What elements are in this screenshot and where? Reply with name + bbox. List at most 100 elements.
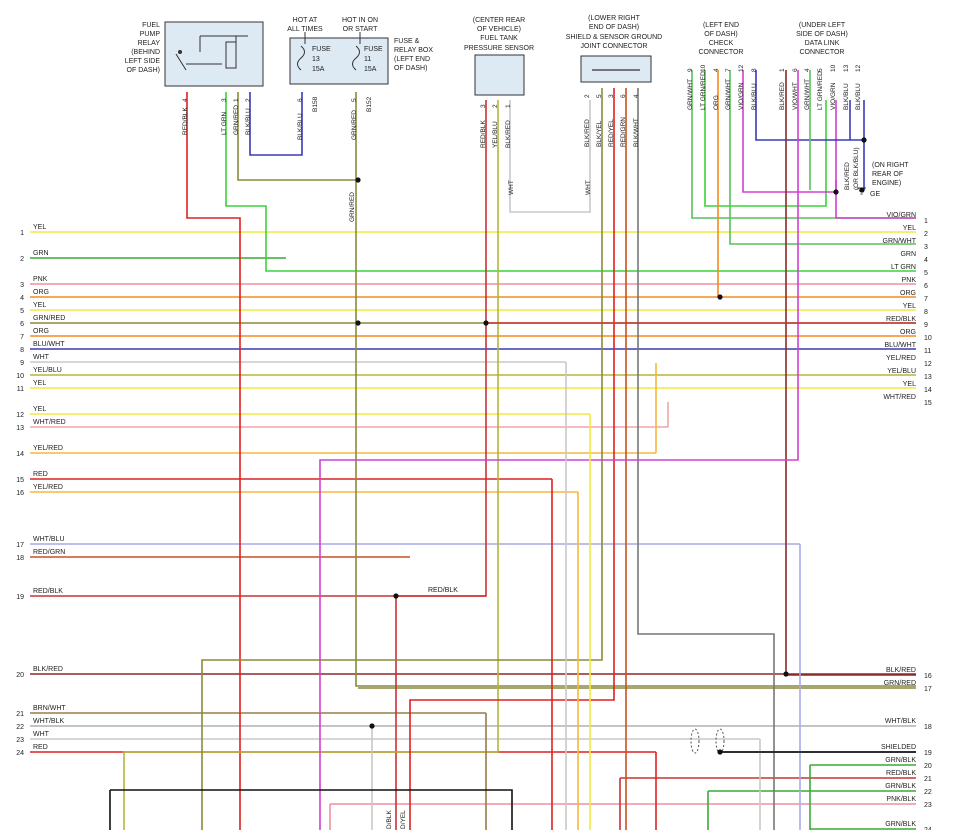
d-blk-label: D/BLK <box>386 810 393 829</box>
right-pin-number: 17 <box>924 686 932 693</box>
check-label-3: CHECK <box>709 40 734 47</box>
engine-ground-label-3: ENGINE) <box>872 180 901 187</box>
routed-wire <box>509 100 591 213</box>
left-pin-number: 21 <box>16 711 24 718</box>
left-pin-label: YEL <box>33 380 46 387</box>
left-pin-label: ORG <box>33 289 49 296</box>
wires-layer <box>30 70 916 830</box>
relay-pin-number: 1 <box>233 98 240 102</box>
right-pin-label: YEL <box>903 225 916 232</box>
relay-label-1: FUEL <box>142 22 160 29</box>
right-pin-number: 9 <box>924 322 928 329</box>
check-pin-label: LT GRN/RED <box>700 71 707 110</box>
hot-run-label-2: OR START <box>343 26 378 33</box>
right-pin-label: GRN/WHT <box>883 238 917 245</box>
splice-dot <box>355 177 361 183</box>
engine-ground: (ON RIGHT REAR OF ENGINE) GE BLK/RED (OR… <box>844 147 909 198</box>
engine-ground-label-2: REAR OF <box>872 171 903 178</box>
right-pin-label: WHT/RED <box>883 394 916 401</box>
right-pin-number: 15 <box>924 400 932 407</box>
right-pin-label: YEL <box>903 303 916 310</box>
routed-wire <box>742 70 837 193</box>
b152-label: B152 <box>366 96 373 112</box>
relay-pin-number: 3 <box>221 98 228 102</box>
routed-wire <box>409 88 615 830</box>
left-pin-label: YEL/RED <box>33 484 63 491</box>
right-pin-number: 19 <box>924 750 932 757</box>
splice-dot <box>717 749 723 755</box>
relay-label-3: RELAY <box>138 40 161 47</box>
left-pin-label: WHT <box>33 731 50 738</box>
right-pin-label: YEL <box>903 381 916 388</box>
sensor-pin-number: 2 <box>492 104 499 108</box>
check-pin-number: 12 <box>738 64 745 72</box>
left-pin-number: 19 <box>16 594 24 601</box>
right-pin-number: 22 <box>924 789 932 796</box>
routed-wire <box>395 100 487 830</box>
relay-pin-label: BLK/BLU <box>245 108 252 135</box>
joint-body <box>580 55 652 83</box>
left-pin-number: 24 <box>16 750 24 757</box>
routed-wire <box>186 92 241 830</box>
left-pin-number: 11 <box>17 386 24 393</box>
right-pin-label: LT GRN <box>891 264 916 271</box>
shield-left <box>690 728 700 754</box>
routed-wire <box>729 70 916 245</box>
left-pin-label: GRN/RED <box>33 315 65 322</box>
fuel-pump-relay: FUEL PUMP RELAY (BEHIND LEFT SIDE OF DAS… <box>125 21 264 87</box>
check-pin-number: 10 <box>700 64 707 72</box>
wire-labels: GRN/RED WHT WHT RED/BLK D/BLK D/YEL <box>349 180 592 829</box>
sensor-pin-label: RED/BLK <box>480 120 487 148</box>
relay-body <box>164 21 264 87</box>
left-pin-label: YEL <box>33 224 46 231</box>
wht-joint-label: WHT <box>585 180 592 195</box>
right-pin-label: ORG <box>900 329 916 336</box>
dlc-pin-number: 13 <box>843 64 850 72</box>
joint-label-3: SHIELD & SENSOR GROUND <box>566 34 662 41</box>
left-pin-number: 6 <box>20 321 24 328</box>
left-pin-number: 1 <box>20 230 24 237</box>
splice-dot <box>861 137 867 143</box>
left-pin-number: 23 <box>16 737 24 744</box>
right-pin-number: 24 <box>924 827 932 830</box>
relay-pin-number: 2 <box>245 98 252 102</box>
relay-pin-number: 4 <box>182 98 189 102</box>
sensor-body <box>474 54 525 96</box>
engine-ground-label-1: (ON RIGHT <box>872 162 909 169</box>
joint-pin-number: 2 <box>584 94 591 98</box>
routed-wire <box>319 70 799 830</box>
fuel-tank-pressure-sensor: (CENTER REAR OF VEHICLE) FUEL TANK PRESS… <box>464 17 534 96</box>
left-pin-number: 15 <box>16 477 24 484</box>
left-pin-label: RED/BLK <box>33 588 63 595</box>
right-pin-label: VIO/GRN <box>886 212 916 219</box>
left-pin-label: BLU/WHT <box>33 341 65 348</box>
left-pin-number: 22 <box>16 724 24 731</box>
fuse11-label-3: 15A <box>364 66 377 73</box>
hot-always-label-2: ALL TIMES <box>287 26 323 33</box>
right-pin-label: GRN/RED <box>884 680 916 687</box>
check-pin-number: 7 <box>725 68 732 72</box>
check-pin-number: 8 <box>751 68 758 72</box>
joint-pin-label: RED/YEL <box>608 119 615 147</box>
left-pin-label: RED <box>33 471 48 478</box>
check-pin-label: ORG <box>713 95 720 110</box>
fuse-pin-label: BLK/BLU <box>297 113 304 140</box>
right-pin-label: PNK <box>902 277 917 284</box>
left-pin-label: BRN/WHT <box>33 705 66 712</box>
joint-pin-label: RED/GRN <box>620 117 627 147</box>
joint-pin-label: BLK/YEL <box>596 120 603 147</box>
left-pin-label: YEL <box>33 406 46 413</box>
splice-dot <box>355 320 361 326</box>
joint-label-2: END OF DASH) <box>589 24 639 31</box>
relay-pin-label: GRN/RED <box>233 105 240 135</box>
right-pin-label: RED/BLK <box>886 316 916 323</box>
fuse-box-label-1: FUSE & <box>394 38 420 45</box>
sensor-label-2: OF VEHICLE) <box>477 26 521 33</box>
left-pin-number: 12 <box>16 412 24 419</box>
dlc-pin-label: LT GRN/RED <box>817 71 824 110</box>
engine-ground-label-4: GE <box>870 191 880 198</box>
joint-pin-number: 4 <box>633 94 640 98</box>
dlc-label-1: (UNDER LEFT <box>799 22 846 29</box>
joint-pin-label: BLK/WHT <box>633 118 640 147</box>
left-pin-number: 8 <box>20 347 24 354</box>
